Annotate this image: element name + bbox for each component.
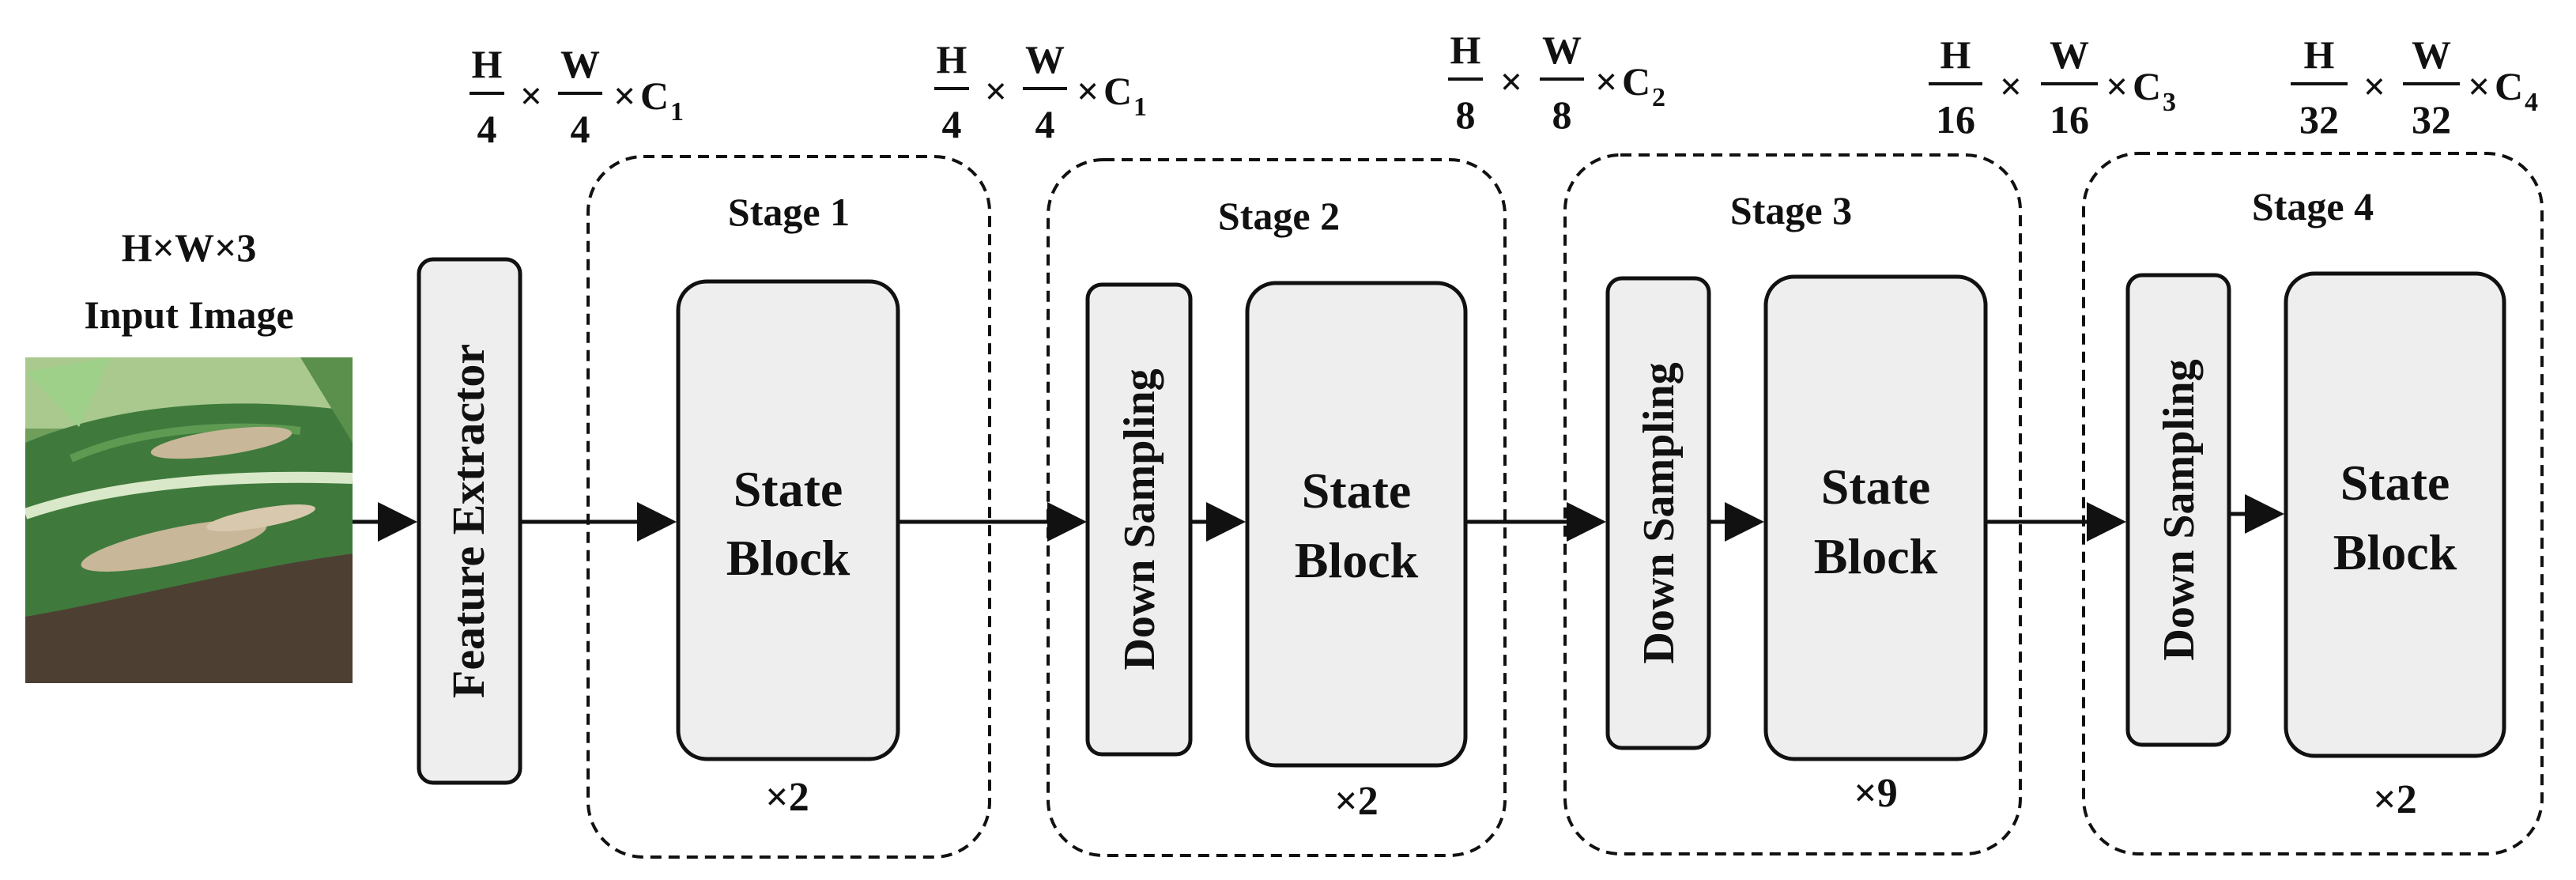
stage-4-repeat: ×2 xyxy=(2373,777,2417,822)
shape-0-h-num: H xyxy=(472,42,503,86)
shape-1-w-den: 4 xyxy=(1035,102,1055,146)
stage-4-downsample-block xyxy=(2125,273,2231,747)
shape-2-h-num: H xyxy=(1450,28,1481,72)
shape-3-times-2: × xyxy=(2106,64,2129,108)
stage-2-repeat: ×2 xyxy=(1334,779,1379,824)
stage-2-state-block xyxy=(1245,281,1468,768)
shape-label-0: H 4 × W 4 × C 1 xyxy=(470,42,684,151)
shape-label-1: H 4 × W 4 × C 1 xyxy=(934,37,1147,146)
shape-1-h-den: 4 xyxy=(942,102,962,146)
shape-2-w-den: 8 xyxy=(1552,93,1572,137)
feature-extractor-label: Feature Extractor xyxy=(443,344,494,698)
shape-1-w-num: W xyxy=(1025,37,1065,81)
stage-3-block-line2: Block xyxy=(1814,528,1938,584)
stage-3-block-line1: State xyxy=(1821,459,1931,515)
stage-2-block-line2: Block xyxy=(1295,532,1419,588)
stage-3-repeat: ×9 xyxy=(1854,771,1898,816)
stage-2-title: Stage 2 xyxy=(1218,194,1340,238)
shape-2-times-1: × xyxy=(1500,59,1523,104)
shape-1-c: C xyxy=(1103,69,1132,113)
shape-0-h-den: 4 xyxy=(477,107,497,151)
shape-4-c: C xyxy=(2495,64,2523,108)
shape-3-c: C xyxy=(2133,64,2161,108)
shape-3-h-den: 16 xyxy=(1936,97,1975,142)
shape-0-c-sub: 1 xyxy=(670,97,684,127)
stage-1-state-block xyxy=(676,279,900,761)
shape-3-w-num: W xyxy=(2050,32,2089,77)
input-image-label: Input Image xyxy=(84,293,293,337)
shape-4-times-1: × xyxy=(2363,64,2386,108)
shape-label-4: H 32 × W 32 × C 4 xyxy=(2291,32,2538,142)
stage-2: Stage 2 Down Sampling State Block ×2 xyxy=(1047,158,1507,857)
shape-4-c-sub: 4 xyxy=(2525,88,2538,117)
stage-2-block-line1: State xyxy=(1302,463,1412,519)
input-leaf-image xyxy=(25,357,353,683)
shape-4-h-num: H xyxy=(2304,32,2335,77)
shape-2-times-2: × xyxy=(1595,59,1618,104)
shape-3-w-den: 16 xyxy=(2050,97,2089,142)
stage-3-downsample-label: Down Sampling xyxy=(1635,362,1684,663)
stage-4-downsample-label: Down Sampling xyxy=(2155,359,2204,660)
shape-4-h-den: 32 xyxy=(2299,97,2339,142)
shape-3-h-num: H xyxy=(1940,32,1971,77)
stage-1-title: Stage 1 xyxy=(728,190,850,234)
shape-0-times-2: × xyxy=(613,74,636,118)
shape-1-h-num: H xyxy=(937,37,967,81)
stage-2-downsample-label: Down Sampling xyxy=(1115,368,1164,670)
stage-2-downsample-block xyxy=(1085,282,1193,757)
shape-label-2: H 8 × W 8 × C 2 xyxy=(1448,28,1665,137)
stage-3: Stage 3 Down Sampling State Block ×9 xyxy=(1563,153,2022,855)
shape-4-w-den: 32 xyxy=(2412,97,2451,142)
shape-1-times-2: × xyxy=(1077,69,1099,113)
shape-2-c-sub: 2 xyxy=(1652,83,1665,112)
shape-3-times-1: × xyxy=(2000,64,2023,108)
shape-1-times-1: × xyxy=(985,69,1008,113)
shape-4-times-2: × xyxy=(2468,64,2491,108)
shape-0-w-num: W xyxy=(560,42,600,86)
shape-4-w-num: W xyxy=(2412,32,2451,77)
stage-1: Stage 1 State Block ×2 xyxy=(586,155,991,859)
shape-0-times-1: × xyxy=(520,74,543,118)
shape-1-c-sub: 1 xyxy=(1133,93,1147,122)
stage-1-repeat: ×2 xyxy=(765,775,809,820)
stage-3-frame xyxy=(1563,153,2022,855)
shape-2-c: C xyxy=(1622,59,1650,104)
stage-4: Stage 4 Down Sampling State Block ×2 xyxy=(2082,152,2544,855)
shape-2-w-num: W xyxy=(1542,28,1582,72)
input-dims-label: H×W×3 xyxy=(122,225,257,270)
stage-4-block-line1: State xyxy=(2340,455,2450,511)
stage-4-title: Stage 4 xyxy=(2252,184,2374,228)
stage-2-frame xyxy=(1047,158,1507,857)
stage-4-state-block xyxy=(2284,271,2506,758)
stage-3-title: Stage 3 xyxy=(1730,188,1852,232)
shape-3-c-sub: 3 xyxy=(2163,88,2176,117)
stage-3-downsample-block xyxy=(1605,276,1711,750)
shape-2-h-den: 8 xyxy=(1456,93,1476,137)
stage-3-state-block xyxy=(1763,274,1988,761)
shape-0-c: C xyxy=(640,74,669,118)
stage-4-block-line2: Block xyxy=(2333,524,2457,580)
stage-1-frame xyxy=(586,155,991,859)
stage-1-block-line2: Block xyxy=(726,530,850,586)
shape-0-w-den: 4 xyxy=(571,107,590,151)
stage-4-frame xyxy=(2082,152,2544,855)
shape-label-3: H 16 × W 16 × C 3 xyxy=(1929,32,2176,142)
stage-1-block-line1: State xyxy=(734,461,843,517)
